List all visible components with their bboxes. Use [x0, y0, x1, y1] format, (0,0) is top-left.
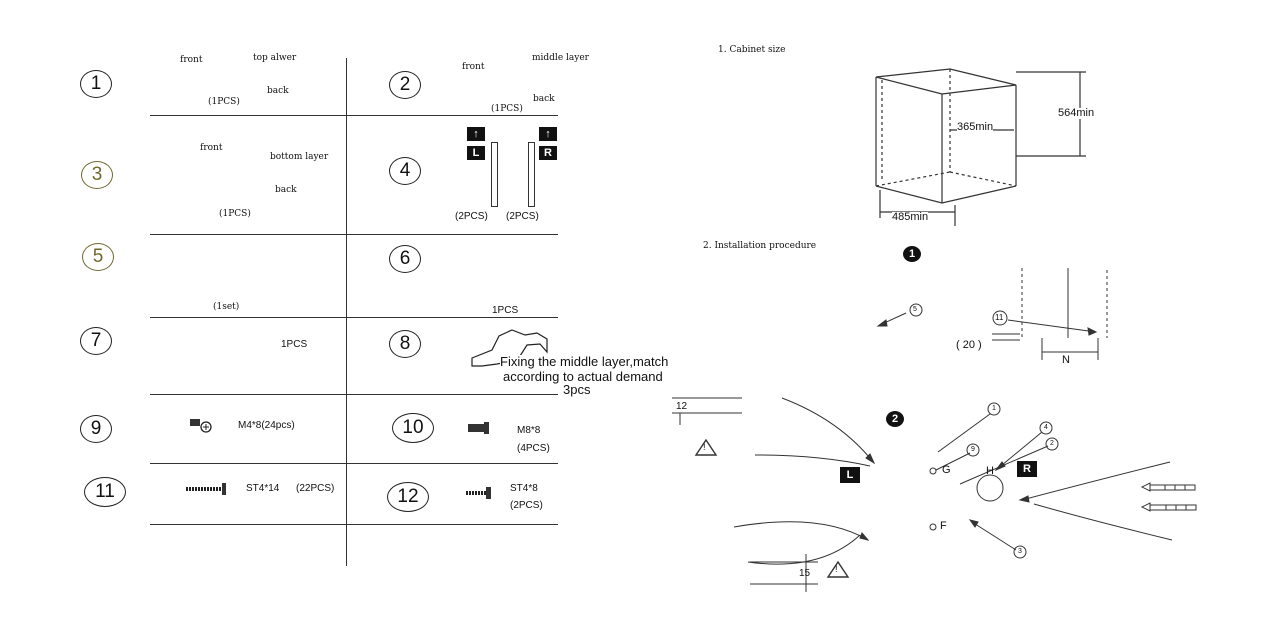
part-number-3: 3: [81, 161, 113, 189]
part12-label: ST4*8: [510, 483, 538, 494]
label-F: F: [940, 520, 947, 532]
part2-front-label: front: [462, 62, 485, 72]
part4-right-tag: R: [539, 146, 557, 160]
part8-qty: 1PCS: [492, 305, 519, 316]
label-H: H: [986, 465, 994, 477]
part8-note-line3: 3pcs: [563, 382, 591, 397]
part4-right-qty: (2PCS): [506, 211, 539, 222]
step-2-badge: 2: [886, 411, 904, 427]
part5-qty: (1set): [213, 302, 240, 312]
dimension-20: ( 20 ): [956, 339, 982, 351]
part4-left-tag: L: [467, 146, 485, 160]
callout-2: 2: [1050, 440, 1054, 447]
part4-left-qty: (2PCS): [455, 211, 488, 222]
label-G: G: [942, 464, 951, 476]
grid-row-divider: [150, 394, 558, 395]
part-number-9: 9: [80, 415, 112, 443]
callout-9: 9: [971, 446, 975, 453]
grid-center-divider: [346, 58, 347, 566]
tag-L: L: [840, 467, 860, 483]
part-number-7: 7: [80, 327, 112, 355]
grid-row-divider: [150, 524, 558, 525]
part3-front-label: front: [200, 143, 223, 153]
part-number-5: 5: [82, 243, 114, 271]
part1-front-label: front: [180, 55, 203, 65]
part-number-6: 6: [389, 245, 421, 273]
callout-4: 4: [1044, 424, 1048, 431]
cabinet-height: 564min: [1058, 107, 1095, 119]
part-number-11: 11: [84, 477, 126, 507]
warning-icon: !: [835, 564, 838, 574]
up-arrow-icon: ↑: [539, 127, 557, 141]
warning-icon: !: [703, 442, 706, 452]
part2-back-label: back: [533, 94, 555, 104]
part8-note-line2: according to actual demand: [503, 369, 663, 384]
grid-row-divider: [150, 234, 558, 235]
part7-qty: 1PCS: [281, 339, 308, 350]
cabinet-width: 485min: [892, 211, 929, 223]
part-number-12: 12: [387, 482, 429, 512]
left-rail-icon: [491, 142, 498, 207]
callout-3: 3: [1018, 548, 1022, 555]
installation-heading: 2. Installation procedure: [703, 241, 817, 251]
dimension-12: 12: [676, 401, 688, 412]
part8-note-line1: Fixing the middle layer,match: [500, 354, 669, 369]
part3-bottom-label: bottom layer: [270, 152, 329, 162]
grid-row-divider: [150, 317, 558, 318]
part1-top-label: top alwer: [253, 53, 297, 63]
part3-qty: (1PCS): [219, 209, 251, 219]
part9-label: M4*8(24pcs): [238, 420, 295, 431]
part-number-4: 4: [389, 157, 421, 185]
part1-qty: (1PCS): [208, 97, 240, 107]
part11-qty: (22PCS): [296, 483, 335, 494]
part12-qty: (2PCS): [510, 500, 543, 511]
part2-middle-label: middle layer: [532, 53, 589, 63]
part-number-8: 8: [389, 330, 421, 358]
tag-R: R: [1017, 461, 1037, 477]
cabinet-size-heading: 1. Cabinet size: [718, 45, 786, 55]
step-1-badge: 1: [903, 246, 921, 262]
callout-11: 11: [995, 313, 1004, 322]
callout-5: 5: [913, 306, 917, 313]
part2-qty: (1PCS): [491, 104, 523, 114]
part3-back-label: back: [275, 185, 297, 195]
part-number-2: 2: [389, 71, 421, 99]
cabinet-depth: 365min: [957, 121, 994, 133]
part10-qty: (4PCS): [517, 443, 550, 454]
right-rail-icon: [528, 142, 535, 207]
part-number-1: 1: [80, 70, 112, 98]
part1-back-label: back: [267, 86, 289, 96]
dimension-N: N: [1062, 354, 1070, 366]
part-number-10: 10: [392, 413, 434, 443]
grid-row-divider: [150, 463, 558, 464]
callout-1: 1: [992, 405, 996, 412]
part11-label: ST4*14: [246, 483, 280, 494]
grid-row-divider: [150, 115, 558, 116]
part10-label: M8*8: [517, 425, 541, 436]
dimension-15: 15: [799, 568, 811, 579]
up-arrow-icon: ↑: [467, 127, 485, 141]
